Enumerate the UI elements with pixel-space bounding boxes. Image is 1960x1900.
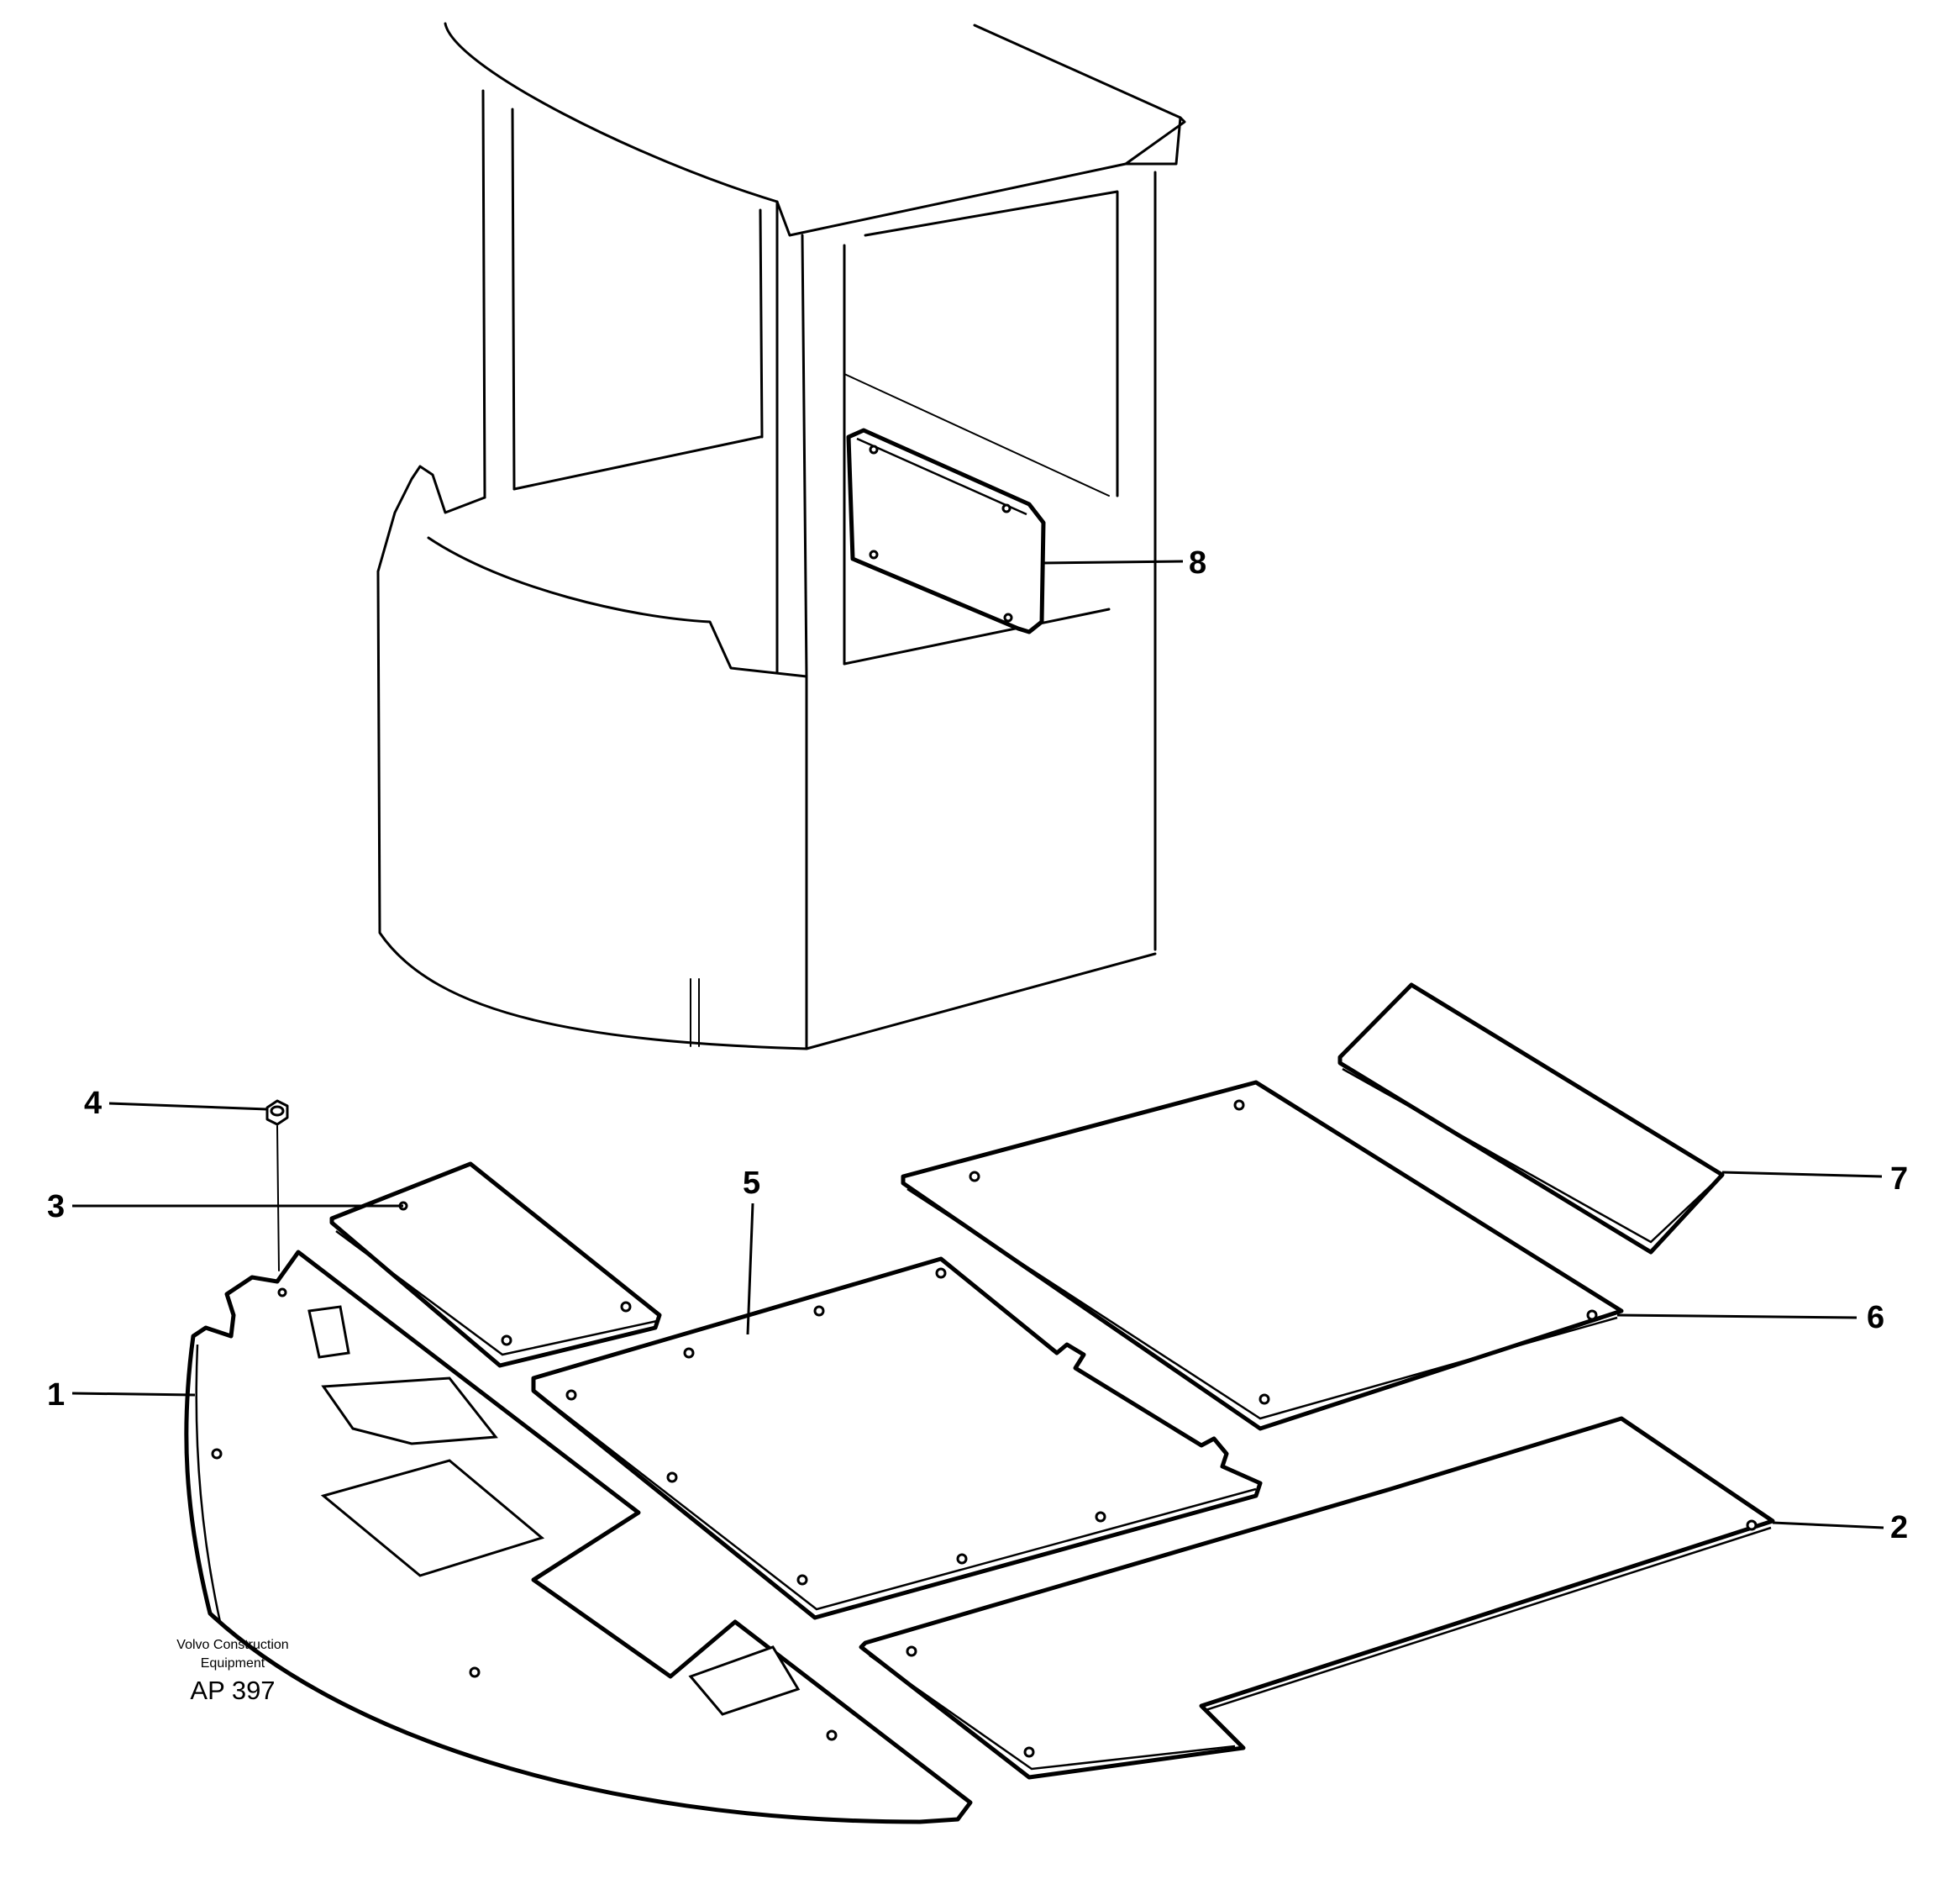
callout-4: 4 — [84, 1086, 268, 1121]
callout-label: 1 — [47, 1377, 65, 1413]
figure-code: AP 397 — [190, 1676, 275, 1705]
floor-cutout — [688, 1645, 801, 1716]
part-3-plate — [329, 1161, 662, 1368]
publisher-credit: Volvo Construction Equipment AP 397 — [176, 1638, 288, 1705]
callout-2: 2 — [1772, 1510, 1908, 1545]
cab-left-window — [512, 435, 762, 491]
callout-1: 1 — [47, 1377, 196, 1413]
part-1-floor-plate — [184, 1250, 973, 1824]
part-4-nut — [265, 1099, 289, 1271]
callout-7: 7 — [1721, 1161, 1908, 1197]
callout-3: 3 — [47, 1189, 403, 1224]
callout-label: 6 — [1867, 1300, 1884, 1335]
floor-cutout — [320, 1459, 545, 1577]
callout-5: 5 — [743, 1166, 760, 1335]
callout-label: 2 — [1890, 1510, 1908, 1545]
floor-cutout — [321, 1376, 498, 1445]
callout-label: 4 — [84, 1086, 102, 1121]
cab-roof — [444, 22, 1186, 237]
operator-cab — [376, 22, 1186, 1050]
callout-label: 5 — [743, 1166, 760, 1201]
callout-8: 8 — [1041, 545, 1206, 581]
part-2-plate — [859, 1416, 1775, 1780]
part-5-plate — [531, 1256, 1263, 1620]
credit-line-2: Equipment — [201, 1656, 265, 1671]
callout-label: 7 — [1890, 1161, 1908, 1197]
floor-cutout — [307, 1305, 350, 1359]
part-7-plate — [1337, 982, 1725, 1255]
callout-label: 3 — [47, 1189, 65, 1224]
part-8-window-panel — [846, 428, 1046, 634]
callout-label: 8 — [1189, 545, 1206, 581]
credit-line-1: Volvo Construction — [176, 1638, 288, 1652]
part-6-plate — [901, 1080, 1624, 1431]
cab-body — [376, 465, 486, 573]
callout-6: 6 — [1616, 1300, 1884, 1335]
